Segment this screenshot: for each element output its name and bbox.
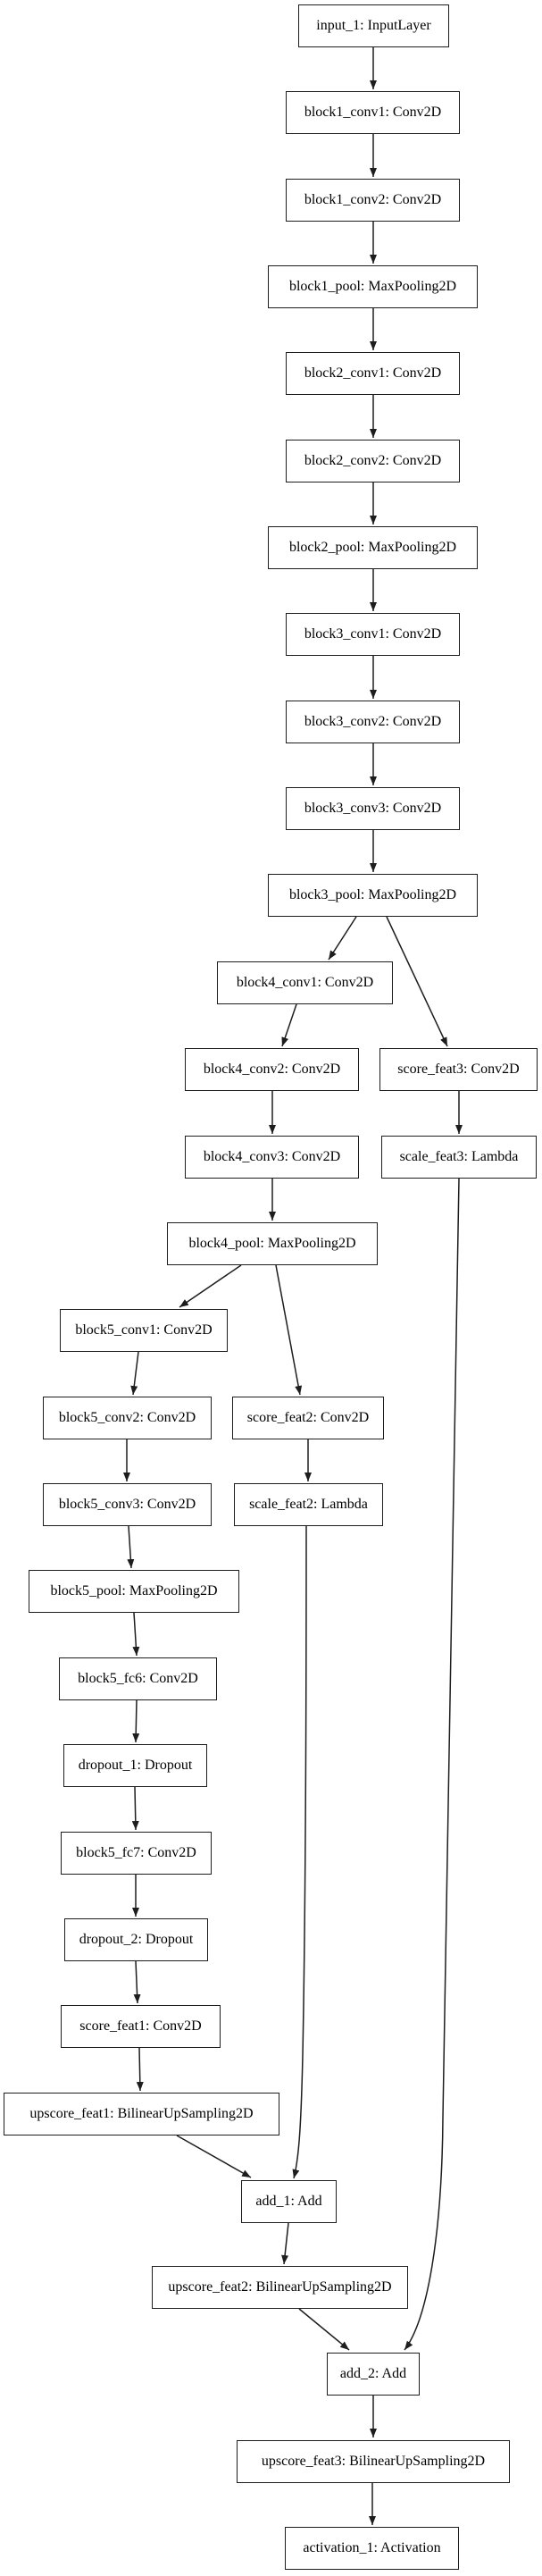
node-label: block5_conv2: Conv2D <box>58 1410 196 1425</box>
node-label: dropout_2: Dropout <box>79 1932 194 1947</box>
edge-dropout_2-score_feat1 <box>133 1960 141 2004</box>
node-block3_conv3: block3_conv3: Conv2D <box>286 787 460 830</box>
node-label: activation_1: Activation <box>303 2540 441 2555</box>
node-label: block5_fc7: Conv2D <box>76 1845 196 1860</box>
node-block2_pool: block2_pool: MaxPooling2D <box>268 526 478 569</box>
node-label: block2_conv1: Conv2D <box>304 365 442 381</box>
node-label: add_2: Add <box>339 2366 407 2381</box>
edge-score_feat1-upscore_feat1 <box>136 2047 144 2092</box>
node-block4_conv1: block4_conv1: Conv2D <box>217 961 393 1004</box>
node-label: input_1: InputLayer <box>316 18 431 33</box>
node-label: block3_pool: MaxPooling2D <box>288 887 457 902</box>
node-block5_pool: block5_pool: MaxPooling2D <box>29 1570 239 1613</box>
node-block1_conv1: block1_conv1: Conv2D <box>286 91 460 134</box>
edge-block5_conv3-block5_pool <box>127 1525 135 1569</box>
node-upscore_feat2: upscore_feat2: BilinearUpSampling2D <box>152 2266 408 2309</box>
node-dropout_1: dropout_1: Dropout <box>63 1744 207 1787</box>
node-label: score_feat3: Conv2D <box>397 1061 520 1077</box>
node-upscore_feat3: upscore_feat3: BilinearUpSampling2D <box>237 2440 510 2483</box>
edge-upscore_feat2-add_2 <box>298 2308 350 2351</box>
node-block5_conv2: block5_conv2: Conv2D <box>43 1397 212 1439</box>
edge-block5_pool-block5_fc6 <box>132 1612 140 1657</box>
edge-add_1-upscore_feat2 <box>281 2222 289 2265</box>
node-label: score_feat1: Conv2D <box>79 2018 202 2034</box>
node-dropout_2: dropout_2: Dropout <box>64 1918 208 1961</box>
node-block5_fc6: block5_fc6: Conv2D <box>59 1657 217 1700</box>
node-label: upscore_feat3: BilinearUpSampling2D <box>261 2454 486 2469</box>
node-add_1: add_1: Add <box>241 2180 337 2223</box>
node-score_feat3: score_feat3: Conv2D <box>379 1048 538 1091</box>
edge-block4_pool-score_feat2 <box>275 1264 303 1396</box>
node-upscore_feat1: upscore_feat1: BilinearUpSampling2D <box>4 2093 279 2135</box>
node-label: block3_conv3: Conv2D <box>304 801 442 816</box>
node-label: block4_conv2: Conv2D <box>203 1061 341 1077</box>
edge-block5_conv1-block5_conv2 <box>130 1351 139 1396</box>
edge-block5_fc6-dropout_1 <box>132 1699 140 1743</box>
node-label: block5_fc6: Conv2D <box>78 1671 198 1686</box>
node-block4_conv3: block4_conv3: Conv2D <box>185 1136 359 1179</box>
node-label: block3_conv2: Conv2D <box>304 714 442 729</box>
node-label: block4_conv1: Conv2D <box>236 975 374 990</box>
node-label: block5_pool: MaxPooling2D <box>50 1583 218 1598</box>
node-score_feat1: score_feat1: Conv2D <box>61 2005 221 2048</box>
node-block2_conv1: block2_conv1: Conv2D <box>286 352 460 395</box>
edge-dropout_1-block5_fc7 <box>131 1786 139 1831</box>
node-label: block2_conv2: Conv2D <box>304 453 442 468</box>
edge-upscore_feat1-add_1 <box>176 2135 252 2178</box>
node-block3_pool: block3_pool: MaxPooling2D <box>268 874 478 917</box>
node-block5_conv1: block5_conv1: Conv2D <box>60 1309 228 1352</box>
node-label: dropout_1: Dropout <box>78 1758 193 1773</box>
node-label: upscore_feat2: BilinearUpSampling2D <box>168 2279 392 2295</box>
node-label: block1_conv2: Conv2D <box>304 192 442 207</box>
node-label: scale_feat3: Lambda <box>399 1149 519 1164</box>
edge-scale_feat2-add_1 <box>292 1525 307 2179</box>
node-label: block2_pool: MaxPooling2D <box>288 540 457 555</box>
node-block5_fc7: block5_fc7: Conv2D <box>61 1832 212 1875</box>
edge-block4_pool-block5_conv1 <box>179 1264 242 1308</box>
node-label: block1_conv1: Conv2D <box>304 105 442 120</box>
node-block4_pool: block4_pool: MaxPooling2D <box>167 1222 378 1265</box>
node-block1_pool: block1_pool: MaxPooling2D <box>268 265 478 308</box>
node-label: block5_conv3: Conv2D <box>58 1497 196 1512</box>
node-label: score_feat2: Conv2D <box>246 1410 370 1425</box>
node-add_2: add_2: Add <box>327 2353 420 2396</box>
node-scale_feat3: scale_feat3: Lambda <box>381 1136 537 1179</box>
edge-block4_conv1-block4_conv2 <box>281 1003 297 1047</box>
edge-block3_pool-block4_conv1 <box>328 916 357 961</box>
node-block2_conv2: block2_conv2: Conv2D <box>286 440 460 482</box>
node-label: block1_pool: MaxPooling2D <box>288 279 457 294</box>
edge-block3_pool-score_feat3 <box>386 916 448 1047</box>
node-label: block3_conv1: Conv2D <box>304 626 442 642</box>
node-label: upscore_feat1: BilinearUpSampling2D <box>29 2106 254 2121</box>
node-scale_feat2: scale_feat2: Lambda <box>234 1483 383 1526</box>
node-label: block4_pool: MaxPooling2D <box>188 1236 356 1251</box>
node-label: scale_feat2: Lambda <box>249 1497 368 1512</box>
node-label: block5_conv1: Conv2D <box>75 1322 213 1338</box>
node-block4_conv2: block4_conv2: Conv2D <box>185 1048 359 1091</box>
node-block5_conv3: block5_conv3: Conv2D <box>43 1483 212 1526</box>
node-block3_conv1: block3_conv1: Conv2D <box>286 613 460 656</box>
node-block3_conv2: block3_conv2: Conv2D <box>286 701 460 743</box>
node-label: add_1: Add <box>255 2194 322 2209</box>
node-input_1: input_1: InputLayer <box>298 4 449 47</box>
node-score_feat2: score_feat2: Conv2D <box>232 1397 384 1439</box>
node-block1_conv2: block1_conv2: Conv2D <box>286 179 460 222</box>
edge-scale_feat3-add_2 <box>404 1178 460 2351</box>
node-label: block4_conv3: Conv2D <box>203 1149 341 1164</box>
node-activation_1: activation_1: Activation <box>285 2527 459 2570</box>
